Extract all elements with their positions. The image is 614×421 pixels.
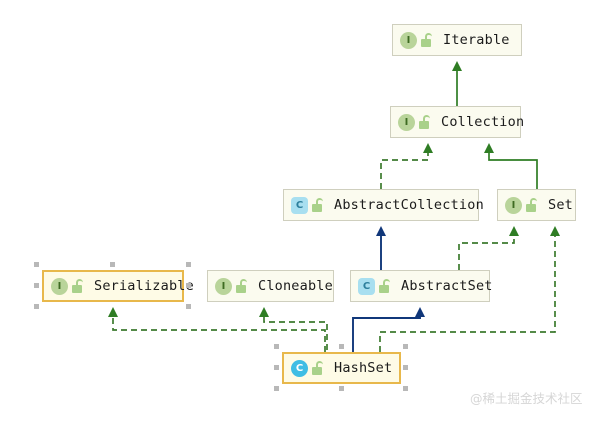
uml-node-iterable[interactable]: I Iterable xyxy=(392,24,522,56)
selection-handle-e[interactable] xyxy=(403,365,408,370)
selection-handle-nw[interactable] xyxy=(34,262,39,267)
selection-handle-n[interactable] xyxy=(339,344,344,349)
interface-icon: I xyxy=(51,277,68,295)
interface-icon: I xyxy=(398,113,415,131)
class-icon: C xyxy=(291,359,308,377)
edge-abstractset-implements-set xyxy=(458,226,519,270)
uml-node-set[interactable]: I Set xyxy=(497,189,576,221)
unlocked-padlock-icon xyxy=(311,361,324,375)
unlocked-padlock-icon xyxy=(418,115,431,129)
uml-node-abstractcollection[interactable]: C AbstractCollection xyxy=(283,189,484,221)
interface-icon: I xyxy=(505,196,522,214)
uml-node-abstractset[interactable]: C AbstractSet xyxy=(350,270,493,302)
uml-node-serializable[interactable]: I Serializable xyxy=(42,270,194,302)
edge-abstractcollection-implements-collection xyxy=(380,143,433,189)
interface-icon: I xyxy=(400,31,417,49)
watermark-text: @稀土掘金技术社区 xyxy=(470,391,583,406)
selection-handle-sw[interactable] xyxy=(34,304,39,309)
selection-handle-w[interactable] xyxy=(34,283,39,288)
selection-handle-w[interactable] xyxy=(274,365,279,370)
uml-node-collection[interactable]: I Collection xyxy=(390,106,525,138)
uml-node-label: Serializable xyxy=(94,278,194,294)
uml-node-cloneable[interactable]: I Cloneable xyxy=(207,270,334,302)
uml-node-label: Cloneable xyxy=(258,278,333,294)
edge-set-extends-collection xyxy=(484,143,538,189)
uml-node-label: Set xyxy=(548,197,573,213)
unlocked-padlock-icon xyxy=(378,279,391,293)
selection-handle-nw[interactable] xyxy=(274,344,279,349)
uml-node-label: AbstractSet xyxy=(401,278,493,294)
interface-icon: I xyxy=(215,277,232,295)
selection-handle-ne[interactable] xyxy=(186,262,191,267)
selection-handle-se[interactable] xyxy=(186,304,191,309)
abstract-class-icon: C xyxy=(291,196,308,214)
abstract-class-icon: C xyxy=(358,277,375,295)
edge-hashset-extends-abstractset xyxy=(352,307,425,352)
uml-node-hashset[interactable]: C HashSet xyxy=(282,352,401,384)
uml-node-label: Iterable xyxy=(443,32,510,48)
unlocked-padlock-icon xyxy=(420,33,433,47)
unlocked-padlock-icon xyxy=(71,279,84,293)
selection-handle-ne[interactable] xyxy=(403,344,408,349)
unlocked-padlock-icon xyxy=(525,198,538,212)
uml-node-label: Collection xyxy=(441,114,525,130)
selection-handle-se[interactable] xyxy=(403,386,408,391)
selection-handle-s[interactable] xyxy=(339,386,344,391)
edge-hashset-implements-serializable xyxy=(108,307,326,352)
unlocked-padlock-icon xyxy=(235,279,248,293)
selection-handle-n[interactable] xyxy=(110,262,115,267)
selection-handle-e[interactable] xyxy=(186,283,191,288)
uml-node-label: HashSet xyxy=(334,360,393,376)
selection-handle-sw[interactable] xyxy=(274,386,279,391)
uml-node-label: AbstractCollection xyxy=(334,197,484,213)
unlocked-padlock-icon xyxy=(311,198,324,212)
